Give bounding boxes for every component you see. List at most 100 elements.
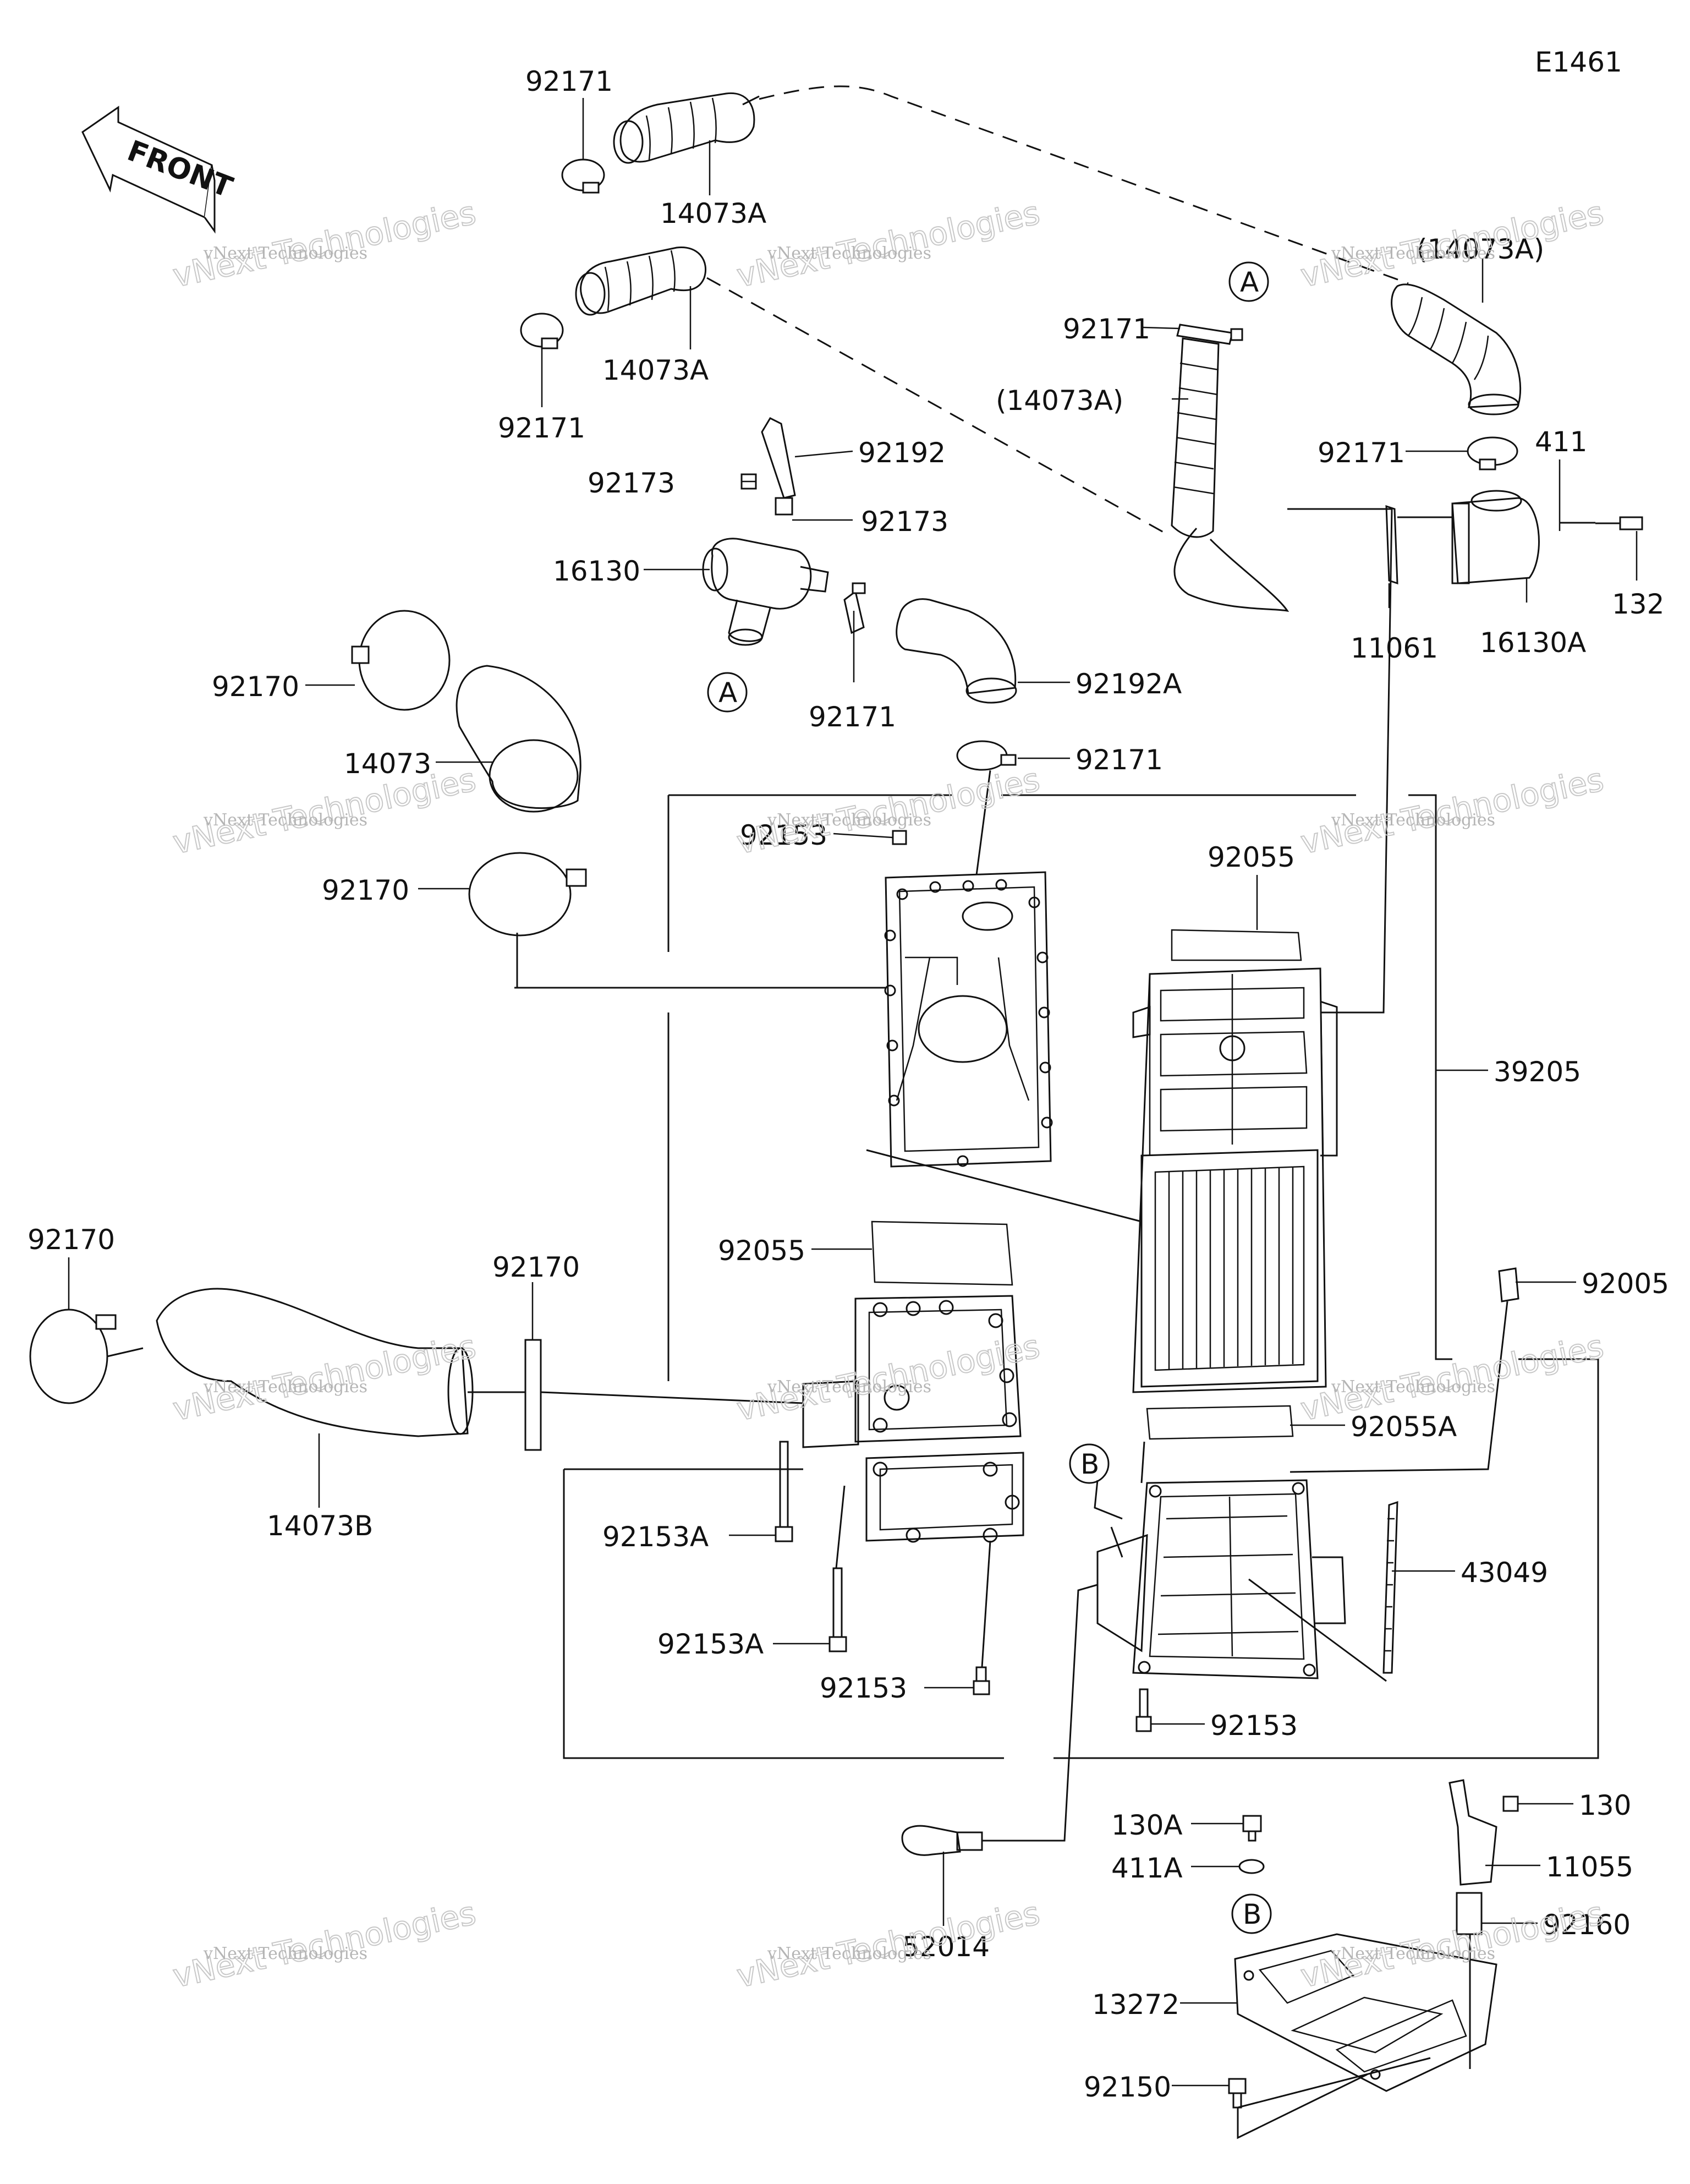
label-92153A-b: 92153A [657, 1628, 764, 1660]
label-92170-d: 92170 [492, 1251, 580, 1283]
label-92192: 92192 [858, 437, 946, 469]
clamp-92170-a [351, 610, 451, 711]
watermark: vNext Technologies vNext Technologies [1297, 193, 1607, 295]
bolt-130 [1502, 1796, 1519, 1812]
svg-text:vNext Technologies: vNext Technologies [203, 1377, 367, 1397]
label-14073A-a: 14073A [660, 198, 766, 229]
label-52014: 52014 [902, 1931, 990, 1963]
label-14073A-b: 14073A [602, 354, 709, 386]
label-39205: 39205 [1494, 1056, 1581, 1088]
clamp-92171-a [561, 158, 605, 194]
label-92192A: 92192A [1076, 668, 1182, 700]
callout-A-top: A [1228, 261, 1269, 302]
label-130: 130 [1579, 1789, 1631, 1821]
label-92171-f: 92171 [1076, 744, 1163, 776]
watermark: vNext Technologies vNext Technologies [733, 1327, 1043, 1428]
svg-text:A: A [1240, 266, 1259, 298]
svg-text:A: A [718, 677, 737, 709]
valve-16130 [702, 538, 829, 646]
bolt-92153A-b [828, 1567, 847, 1652]
label-92153-a: 92153 [740, 819, 827, 851]
clamp-92171-c [843, 582, 866, 634]
svg-text:vNext Technologies: vNext Technologies [767, 244, 931, 263]
label-92005: 92005 [1582, 1268, 1669, 1300]
watermark: vNext Technologies vNext Technologies [733, 760, 1043, 862]
gasket-11061 [1385, 505, 1398, 585]
svg-text:vNext Technologies: vNext Technologies [1331, 1944, 1495, 1963]
bracket-11055 [1448, 1779, 1497, 1886]
label-16130: 16130 [553, 555, 640, 587]
lower-box [1096, 1479, 1346, 1679]
svg-text:vNext Technologies: vNext Technologies [203, 1944, 367, 1963]
rod-43049 [1382, 1501, 1398, 1674]
svg-text:vNext Technologies: vNext Technologies [203, 811, 367, 830]
elbow-14073 [456, 665, 581, 813]
clamp-92171-d [1467, 436, 1518, 470]
svg-text:B: B [1080, 1448, 1099, 1480]
label-92170-b: 92170 [322, 874, 409, 906]
label-411: 411 [1535, 426, 1587, 458]
front-arrow-icon: FRONT [81, 106, 237, 234]
bolt-130A [1242, 1815, 1262, 1842]
plate-13272 [1234, 1933, 1497, 2092]
clamp-92171-b [520, 313, 564, 349]
label-130A: 130A [1111, 1809, 1183, 1841]
label-13272: 13272 [1092, 1989, 1179, 2021]
gasket-92170-d [524, 1339, 542, 1451]
sensor-52014 [901, 1825, 983, 1856]
bolt-132 [1595, 516, 1643, 530]
callout-A-valve: A [707, 672, 748, 713]
watermark: vNext Technologies vNext Technologies [169, 760, 479, 862]
fitting-16130A [1451, 490, 1540, 584]
hose-14073A-right [1391, 283, 1522, 415]
hose-14073A-lower [575, 246, 707, 316]
svg-text:B: B [1243, 1898, 1261, 1930]
label-92153-c: 92153 [1210, 1710, 1298, 1742]
label-411A: 411A [1111, 1852, 1183, 1884]
svg-text:vNext Technologies: vNext Technologies [767, 1944, 931, 1963]
hose-92192A [896, 598, 1017, 704]
svg-text:vNext Technologies: vNext Technologies [203, 244, 367, 263]
label-92170-c: 92170 [28, 1224, 115, 1256]
plenum-lower [802, 1295, 1024, 1543]
hose-92192 [740, 417, 796, 516]
svg-text:vNext Technologies: vNext Technologies [767, 1377, 931, 1397]
bolt-92153-b [973, 1666, 990, 1695]
svg-text:vNext Technologies: vNext Technologies [1331, 811, 1495, 830]
hose-14073A-upper [613, 92, 760, 164]
label-11055: 11055 [1546, 1851, 1633, 1883]
watermark: vNext Technologies vNext Technologies [1297, 760, 1607, 862]
label-92160: 92160 [1543, 1909, 1631, 1941]
label-92171-d: 92171 [1318, 437, 1405, 469]
label-14073A-paren-mid: (14073A) [996, 385, 1123, 417]
intercooler-39205 [1132, 967, 1338, 1393]
washer-411A [1238, 1859, 1265, 1874]
watermark: vNext Technologies vNext Technologies [733, 1893, 1043, 1995]
clamp-92171-e [956, 740, 1017, 771]
bolt-92153-a [892, 830, 907, 845]
watermark: vNext Technologies vNext Technologies [169, 1327, 479, 1428]
bolt-92153A-a [775, 1441, 793, 1542]
label-92150: 92150 [1084, 2071, 1171, 2103]
label-14073: 14073 [344, 748, 431, 780]
callout-B-lower: B [1069, 1443, 1110, 1484]
gasket-92055-lower [871, 1220, 1013, 1286]
leader-lines [68, 98, 1638, 2087]
callout-B-plate: B [1231, 1893, 1272, 1934]
label-92055A: 92055A [1351, 1411, 1457, 1443]
label-14073A-paren-right: (14073A) [1417, 233, 1544, 265]
label-92173-b: 92173 [861, 506, 948, 538]
label-92173-a: 92173 [588, 467, 675, 499]
bolt-92150 [1228, 2078, 1247, 2109]
diagram-code: E1461 [1535, 46, 1622, 78]
label-92055-b: 92055 [718, 1235, 805, 1267]
clamp-92170-c [29, 1309, 117, 1404]
clamp-92170-b [468, 852, 587, 937]
gasket-92055A [1146, 1405, 1294, 1440]
gasket-92055-upper [1171, 929, 1302, 961]
label-92153-b: 92153 [820, 1672, 907, 1704]
watermark: vNext Technologies vNext Technologies [1297, 1893, 1607, 1995]
watermark: vNext Technologies vNext Technologies [733, 193, 1043, 295]
hose-14073A-mid [1171, 337, 1290, 612]
